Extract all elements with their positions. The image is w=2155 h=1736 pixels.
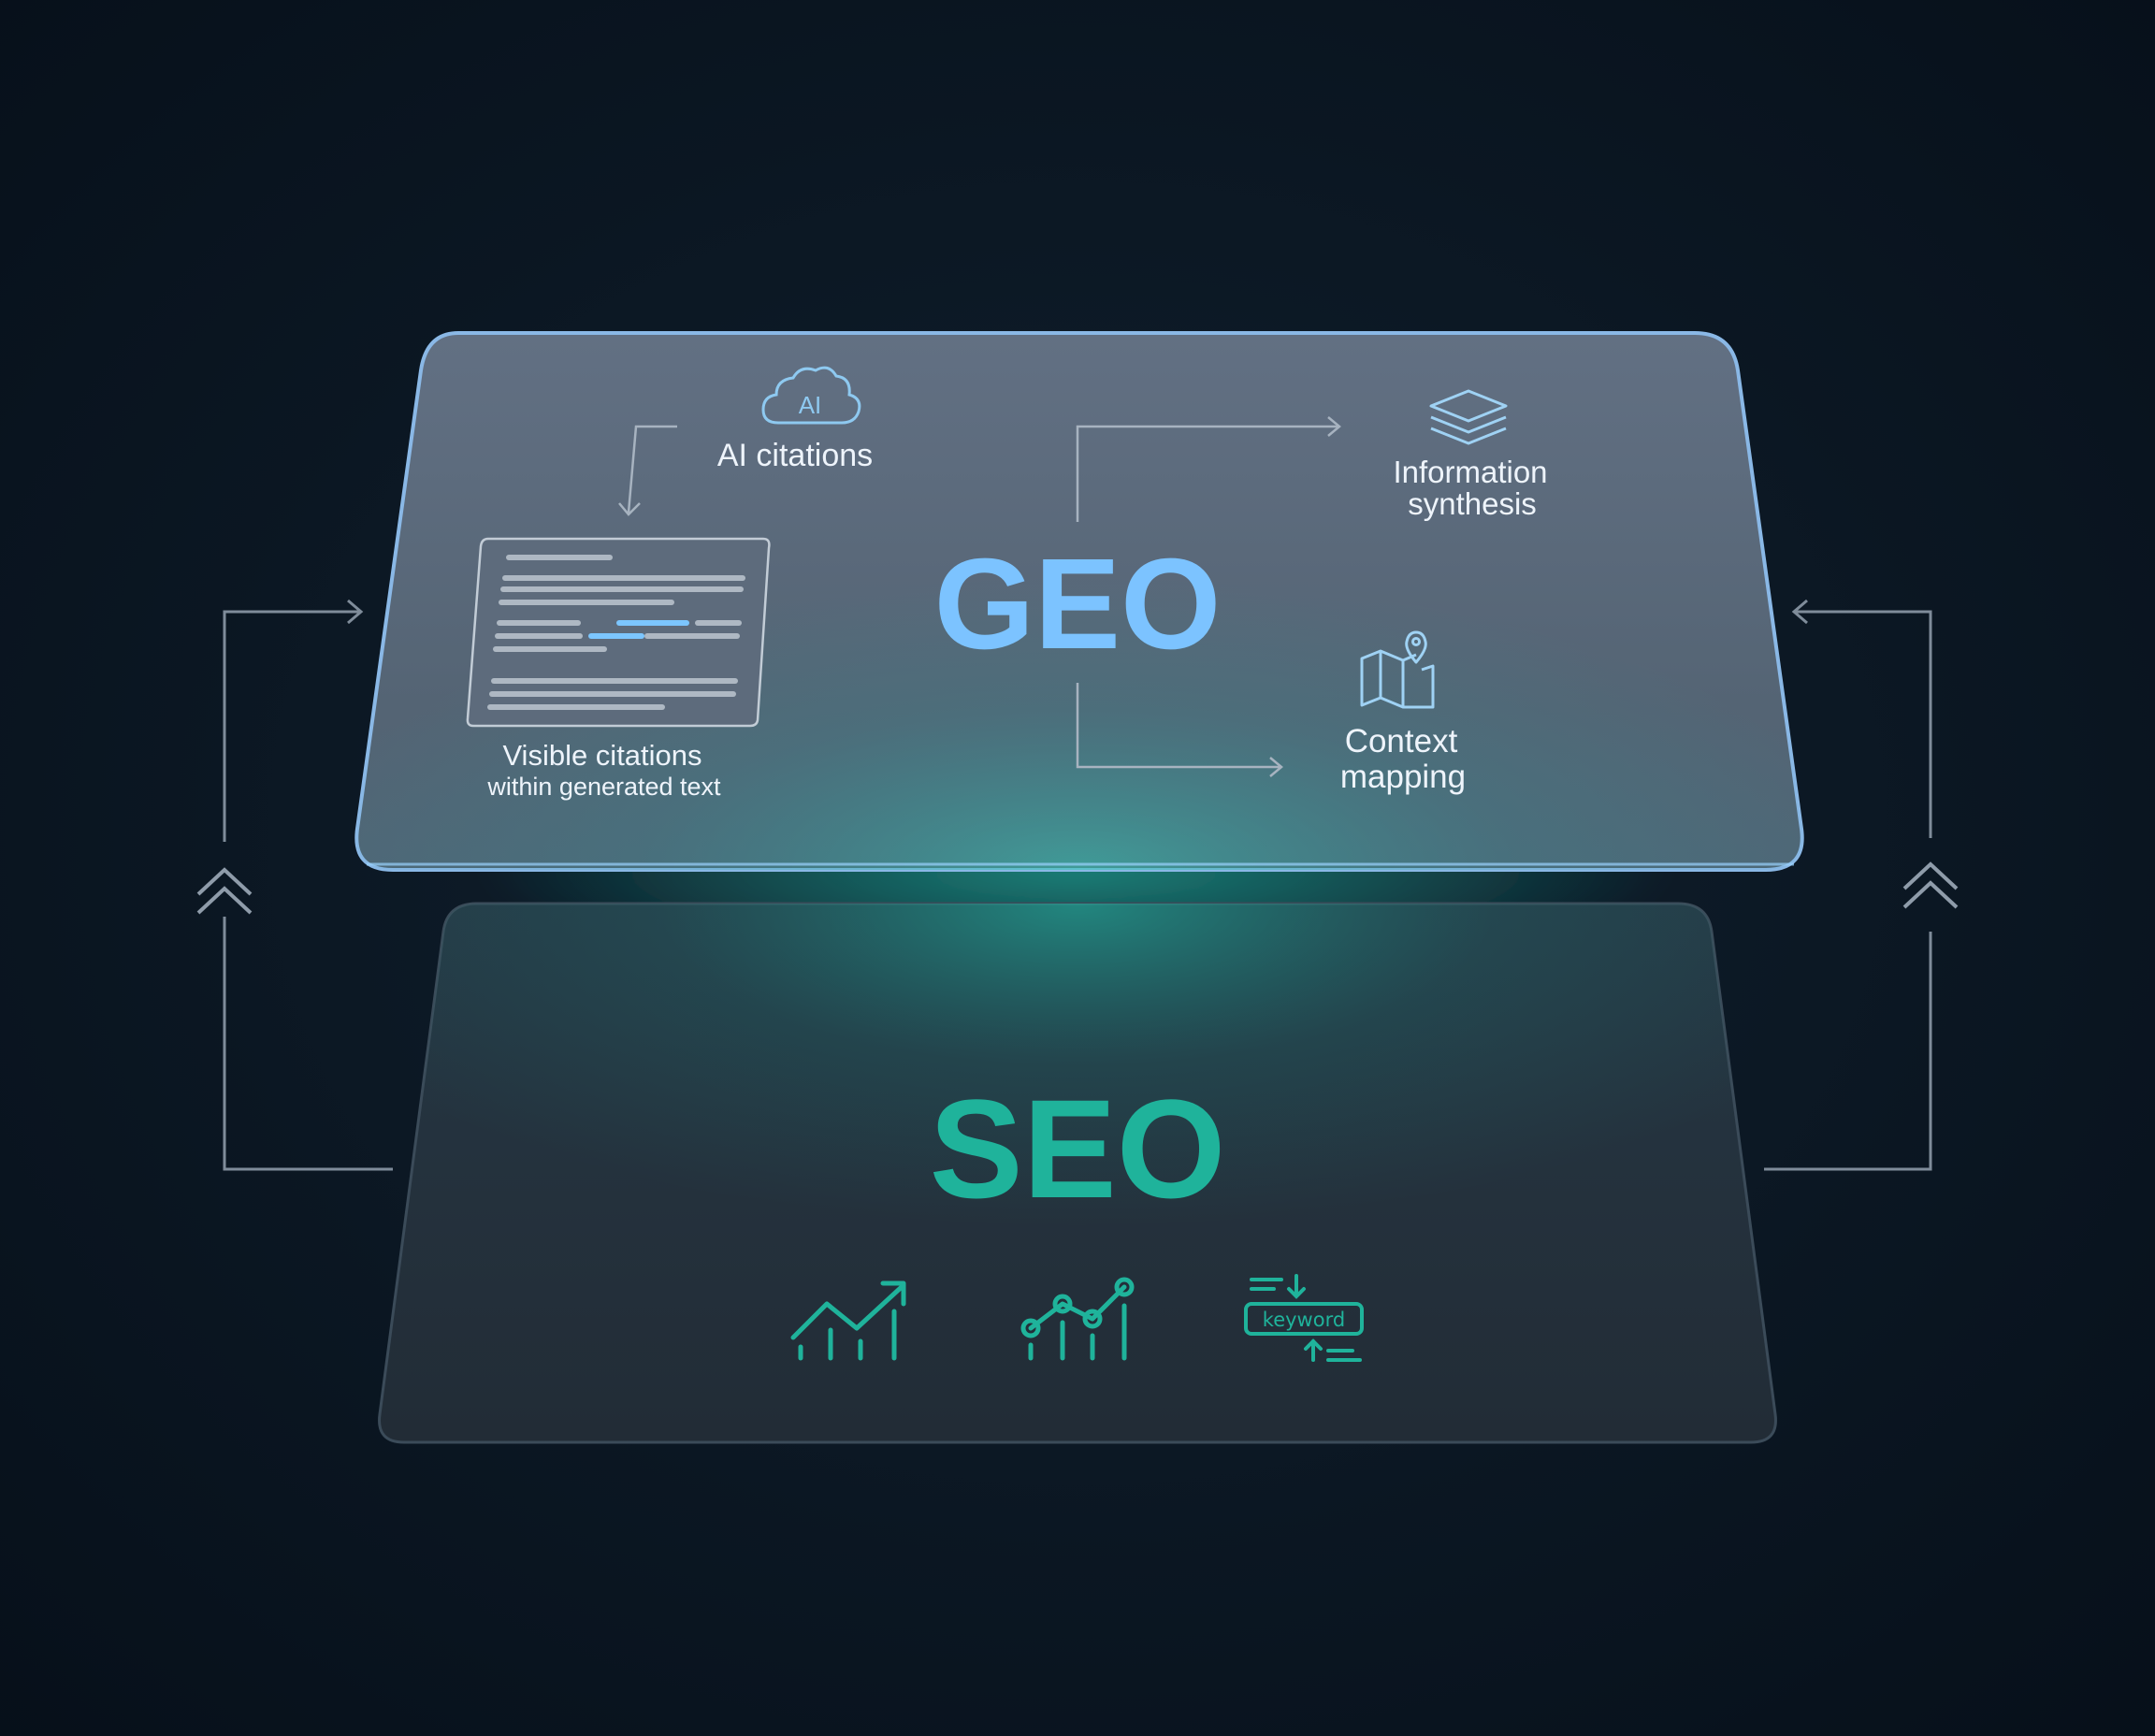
ai-citations-connector bbox=[618, 425, 677, 516]
geo-synthesis-connector bbox=[1076, 416, 1341, 522]
geo-context-connector bbox=[1076, 683, 1283, 777]
context-mapping-label-line1: Context bbox=[1345, 723, 1458, 760]
line-chart-bars-icon bbox=[1020, 1277, 1135, 1361]
seo-layer: SEO bbox=[378, 902, 1777, 1444]
double-chevron-up-icon bbox=[1902, 861, 1959, 909]
double-chevron-up-icon bbox=[196, 867, 253, 915]
information-synthesis-label-line1: Information bbox=[1393, 455, 1547, 489]
information-synthesis-label-line2: synthesis bbox=[1408, 486, 1537, 521]
seo-plane-glow bbox=[379, 904, 1776, 1442]
left-connector bbox=[223, 599, 393, 1171]
visible-citations-label-line2: within generated text bbox=[486, 773, 721, 801]
visible-citations-label-line1: Visible citations bbox=[502, 739, 701, 772]
context-mapping-label-line2: mapping bbox=[1340, 759, 1466, 795]
ai-cloud-icon: AI bbox=[761, 366, 861, 425]
ai-citations-label: AI citations bbox=[717, 438, 873, 473]
trend-up-bars-icon bbox=[790, 1280, 906, 1361]
keyword-sort-icon: keyword bbox=[1244, 1274, 1364, 1362]
ai-icon-text: AI bbox=[799, 391, 822, 419]
map-pin-icon bbox=[1360, 630, 1435, 709]
right-connector bbox=[1764, 599, 1932, 1171]
seo-title: SEO bbox=[930, 1070, 1226, 1227]
geo-layer: GEO AI AI citations bbox=[354, 331, 1804, 872]
document-icon bbox=[466, 537, 771, 728]
keyword-text: keyword bbox=[1263, 1309, 1345, 1331]
geo-title: GEO bbox=[934, 532, 1222, 676]
geo-plane-highlight bbox=[356, 333, 1802, 870]
layers-icon bbox=[1429, 389, 1508, 445]
